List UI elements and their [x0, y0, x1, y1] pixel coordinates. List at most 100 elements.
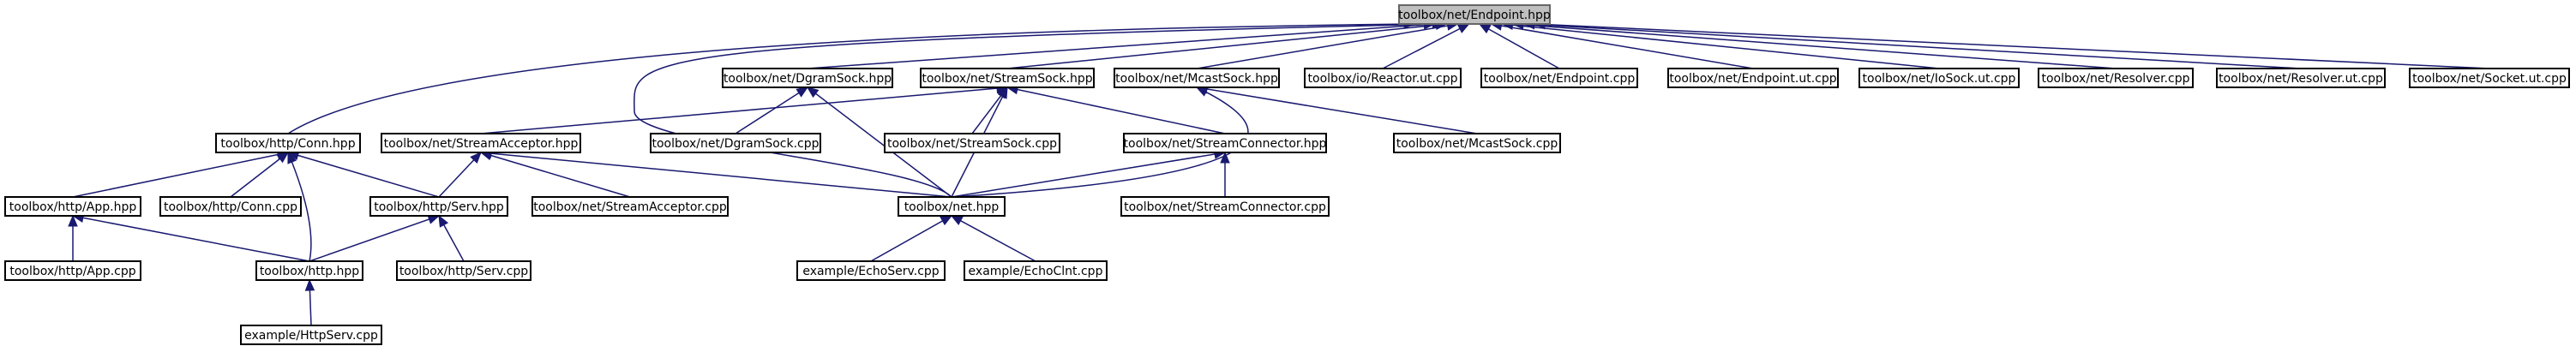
edge-line: [1502, 23, 1940, 69]
node-mcastsock_hpp[interactable]: toolbox/net/McastSock.hpp: [1114, 68, 1280, 88]
edge-line: [72, 152, 289, 198]
node-label: toolbox/http/Serv.cpp: [399, 265, 528, 278]
node-streamsock_cpp[interactable]: toolbox/net/StreamSock.cpp: [884, 133, 1060, 153]
node-conn_cpp[interactable]: toolbox/http/Conn.cpp: [159, 196, 302, 217]
node-httpserv_cpp[interactable]: example/HttpServ.cpp: [240, 325, 382, 345]
node-resolver_ut[interactable]: toolbox/net/Resolver.ut.cpp: [2216, 68, 2386, 88]
node-streamacceptor_hpp[interactable]: toolbox/net/StreamAcceptor.hpp: [381, 133, 581, 153]
node-box[interactable]: [650, 133, 821, 153]
node-label: toolbox/net/DgramSock.cpp: [652, 137, 819, 151]
node-streamconnector_hpp[interactable]: toolbox/net/StreamConnector.hpp: [1123, 133, 1327, 153]
node-reactor_ut[interactable]: toolbox/io/Reactor.ut.cpp: [1304, 68, 1462, 88]
arrowhead: [304, 278, 315, 291]
node-box[interactable]: [255, 260, 363, 281]
node-endpoint_ut[interactable]: toolbox/net/Endpoint.ut.cpp: [1667, 68, 1839, 88]
edge-line: [480, 152, 952, 198]
arrowhead: [940, 215, 953, 226]
arrowhead: [470, 152, 482, 164]
edge-conn_cpp-to-conn_hpp: [230, 152, 290, 198]
node-label: toolbox/net/DgramSock.hpp: [724, 72, 892, 86]
edge-dgramsock_cpp-to-dgramsock_hpp: [735, 87, 809, 134]
node-box[interactable]: [1123, 133, 1327, 153]
node-box[interactable]: [215, 133, 361, 153]
node-echoclnt_cpp[interactable]: example/EchoClnt.cpp: [964, 260, 1108, 281]
arrowhead: [438, 214, 449, 228]
node-box[interactable]: [381, 133, 581, 153]
edge-net_hpp-to-dgramsock_hpp: [806, 87, 952, 198]
node-box[interactable]: [898, 196, 1006, 217]
node-box[interactable]: [1858, 68, 2020, 88]
node-box[interactable]: [1480, 68, 1638, 88]
node-label: toolbox/net/Resolver.ut.cpp: [2219, 72, 2383, 86]
node-label: toolbox/net.hpp: [904, 200, 1000, 214]
edge-line: [870, 215, 952, 262]
node-box[interactable]: [1667, 68, 1839, 88]
edge-line: [633, 23, 1444, 198]
node-endpoint_cpp[interactable]: toolbox/net/Endpoint.cpp: [1480, 68, 1638, 88]
node-streamsock_hpp[interactable]: toolbox/net/StreamSock.hpp: [920, 68, 1095, 88]
edge-streamacceptor_cpp-to-streamacceptor_hpp: [479, 151, 631, 198]
edge-line: [1479, 23, 1560, 69]
node-label: toolbox/net/StreamConnector.cpp: [1124, 200, 1326, 214]
node-app_cpp[interactable]: toolbox/http/App.cpp: [4, 260, 141, 281]
node-label: toolbox/net/StreamAcceptor.cpp: [533, 200, 727, 214]
node-box[interactable]: [2038, 68, 2194, 88]
node-socket_ut[interactable]: toolbox/net/Socket.ut.cpp: [2409, 68, 2570, 88]
root-node-box[interactable]: [1398, 4, 1551, 25]
edge-line: [951, 87, 1249, 198]
node-echoserv_cpp[interactable]: example/EchoServ.cpp: [796, 260, 946, 281]
edge-line: [807, 87, 952, 198]
node-box[interactable]: [4, 196, 141, 217]
edge-httpserv_cpp-to-http_hpp: [304, 278, 315, 326]
node-resolver_cpp[interactable]: toolbox/net/Resolver.cpp: [2038, 68, 2194, 88]
node-box[interactable]: [159, 196, 302, 217]
node-box[interactable]: [4, 260, 141, 281]
node-box[interactable]: [369, 196, 508, 217]
node-box[interactable]: [2409, 68, 2570, 88]
node-endpoint_hpp[interactable]: toolbox/net/Endpoint.hpp: [1398, 4, 1551, 25]
node-streamacceptor_cpp[interactable]: toolbox/net/StreamAcceptor.cpp: [531, 196, 729, 217]
node-box[interactable]: [796, 260, 946, 281]
arrowhead: [68, 214, 78, 227]
node-box[interactable]: [1120, 196, 1330, 217]
edge-line: [287, 152, 312, 262]
node-label: toolbox/net/StreamSock.hpp: [922, 72, 1092, 86]
node-label: toolbox/io/Reactor.ut.cpp: [1308, 72, 1458, 86]
node-dgramsock_hpp[interactable]: toolbox/net/DgramSock.hpp: [722, 68, 893, 88]
node-label: toolbox/net/Socket.ut.cpp: [2412, 72, 2567, 86]
node-label: toolbox/net/StreamConnector.hpp: [1124, 137, 1327, 151]
node-iosock_ut[interactable]: toolbox/net/IoSock.ut.cpp: [1858, 68, 2020, 88]
node-label: toolbox/http/Serv.hpp: [374, 200, 504, 214]
node-serv_hpp[interactable]: toolbox/http/Serv.hpp: [369, 196, 508, 217]
node-box[interactable]: [884, 133, 1060, 153]
node-box[interactable]: [1393, 133, 1561, 153]
edge-line: [287, 23, 1415, 134]
node-net_hpp[interactable]: toolbox/net.hpp: [898, 196, 1006, 217]
arrowhead: [1456, 23, 1470, 33]
edge-line: [1006, 87, 1226, 134]
node-box[interactable]: [920, 68, 1095, 88]
node-streamconnector_cpp[interactable]: toolbox/net/StreamConnector.cpp: [1120, 196, 1330, 217]
arrowhead: [1195, 87, 1209, 97]
node-box[interactable]: [2216, 68, 2386, 88]
node-box[interactable]: [1304, 68, 1462, 88]
node-box[interactable]: [396, 260, 531, 281]
node-http_hpp[interactable]: toolbox/http.hpp: [255, 260, 363, 281]
node-box[interactable]: [722, 68, 893, 88]
nodes-layer: toolbox/net/Endpoint.hpp toolbox/net/Dgra…: [4, 4, 2570, 345]
node-dgramsock_cpp[interactable]: toolbox/net/DgramSock.cpp: [650, 133, 821, 153]
node-box[interactable]: [1114, 68, 1280, 88]
node-serv_cpp[interactable]: toolbox/http/Serv.cpp: [396, 260, 531, 281]
edge-app_cpp-to-app_hpp: [68, 214, 78, 261]
node-conn_hpp[interactable]: toolbox/http/Conn.hpp: [215, 133, 361, 153]
node-label: toolbox/net/StreamSock.cpp: [887, 137, 1057, 151]
node-box[interactable]: [964, 260, 1108, 281]
node-box[interactable]: [531, 196, 729, 217]
node-app_hpp[interactable]: toolbox/http/App.hpp: [4, 196, 141, 217]
edge-line: [1491, 23, 1754, 69]
edge-line: [951, 215, 1036, 262]
node-mcastsock_cpp[interactable]: toolbox/net/McastSock.cpp: [1393, 133, 1561, 153]
edge-streamacceptor_hpp-to-streamsock_hpp: [480, 83, 1009, 134]
arrowhead: [998, 86, 1008, 99]
node-box[interactable]: [240, 325, 382, 345]
